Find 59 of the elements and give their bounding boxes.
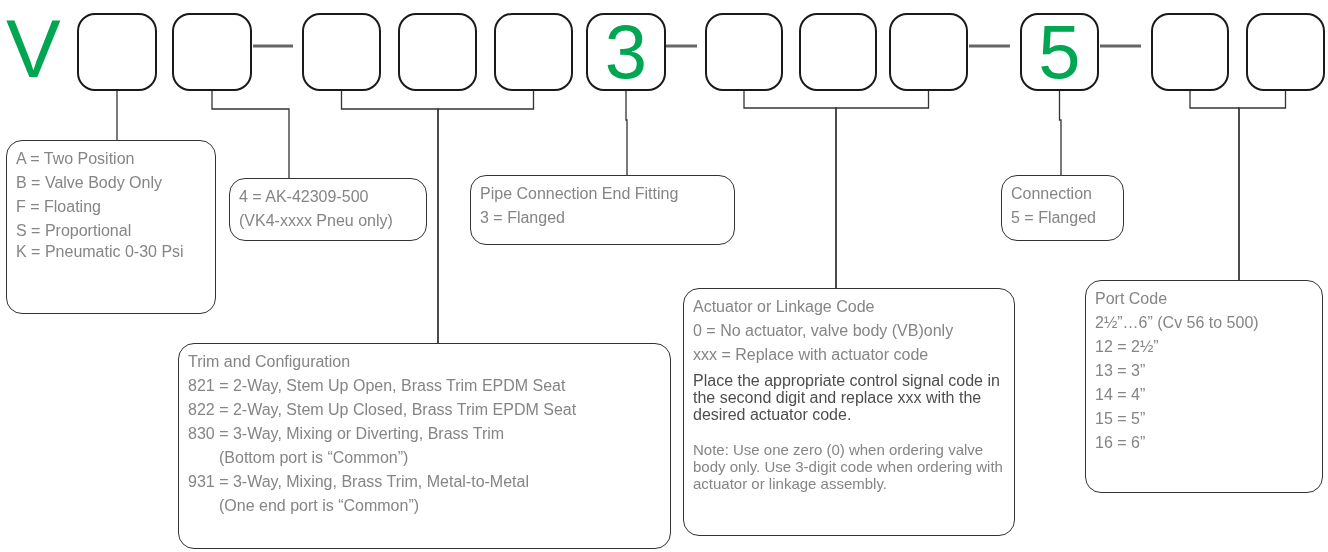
description-text: Connection xyxy=(1011,184,1093,204)
description-text: Trim and Configuration xyxy=(188,352,352,372)
leader-line xyxy=(211,90,290,179)
description-text: (One end port is “Common”) xyxy=(218,496,421,516)
description-text: Note: Use one zero (0) when ordering valve body only. Use 3-digit code when ordering with actuator or linkage assembly. xyxy=(693,441,1004,492)
description-text: 14 = 4” xyxy=(1095,385,1147,405)
code-box xyxy=(77,13,157,91)
description-text: 830 = 3-Way, Mixing or Diverting, Brass Trim xyxy=(188,424,506,444)
description-box xyxy=(470,175,735,245)
description-text: 2½”…6” (Cv 56 to 500) xyxy=(1095,313,1260,333)
description-text: xxx = Replace with actuator code xyxy=(693,345,930,365)
code-box xyxy=(302,13,381,91)
description-text: Place the appropriate control signal code in the second digit and replace xxx with the desired actuator code. xyxy=(693,372,1001,423)
description-text: 931 = 3-Way, Mixing, Brass Trim, Metal-to-Metal xyxy=(188,472,530,492)
code-box xyxy=(1246,13,1325,91)
code-digit: 3 xyxy=(604,14,648,90)
description-text: 15 = 5” xyxy=(1095,409,1147,429)
description-text: Actuator or Linkage Code xyxy=(693,297,876,317)
leader-line xyxy=(1058,90,1062,176)
leader-line xyxy=(437,90,535,344)
description-box xyxy=(1001,175,1124,241)
description-text: B = Valve Body Only xyxy=(16,173,163,193)
code-box xyxy=(705,13,783,91)
description-text: 16 = 6” xyxy=(1095,433,1147,453)
description-text: (VK4-xxxx Pneu only) xyxy=(239,211,394,231)
description-box xyxy=(683,288,1015,536)
code-box xyxy=(586,13,666,91)
description-text: 4 = AK-42309-500 xyxy=(239,187,370,207)
description-text: A = Two Position xyxy=(16,149,136,169)
code-digit: 5 xyxy=(1038,14,1081,90)
leader-line xyxy=(835,90,930,289)
leader-line xyxy=(116,90,118,141)
description-text: 821 = 2-Way, Stem Up Open, Brass Trim EPDM Seat xyxy=(188,376,567,396)
description-text: 5 = Flanged xyxy=(1011,208,1097,228)
description-text: F = Floating xyxy=(16,197,102,217)
description-box xyxy=(1085,280,1323,493)
code-box xyxy=(494,13,573,91)
code-letter: V xyxy=(6,4,61,94)
description-text: 3 = Flanged xyxy=(480,208,566,228)
code-box xyxy=(398,13,477,91)
description-text: 13 = 3” xyxy=(1095,361,1147,381)
description-box xyxy=(229,178,427,241)
code-box xyxy=(172,13,252,91)
description-text: S = Proportional xyxy=(16,221,133,241)
description-text: (Bottom port is “Common”) xyxy=(218,448,410,468)
description-text: 822 = 2-Way, Stem Up Closed, Brass Trim EPDM Seat xyxy=(188,400,578,420)
description-box xyxy=(6,140,216,314)
description-text: 12 = 2½” xyxy=(1095,337,1160,357)
leader-line xyxy=(1238,90,1287,281)
description-text: Port Code xyxy=(1095,289,1169,309)
code-box xyxy=(799,13,877,91)
description-text: 0 = No actuator, valve body (VB)only xyxy=(693,321,955,341)
code-box xyxy=(1020,13,1099,91)
description-text: Pipe Connection End Fitting xyxy=(480,184,680,204)
code-box xyxy=(1151,13,1229,91)
description-text: K = Pneumatic 0-30 Psi xyxy=(16,244,185,260)
description-box xyxy=(178,343,671,549)
leader-line xyxy=(625,90,628,176)
code-box xyxy=(889,13,968,91)
